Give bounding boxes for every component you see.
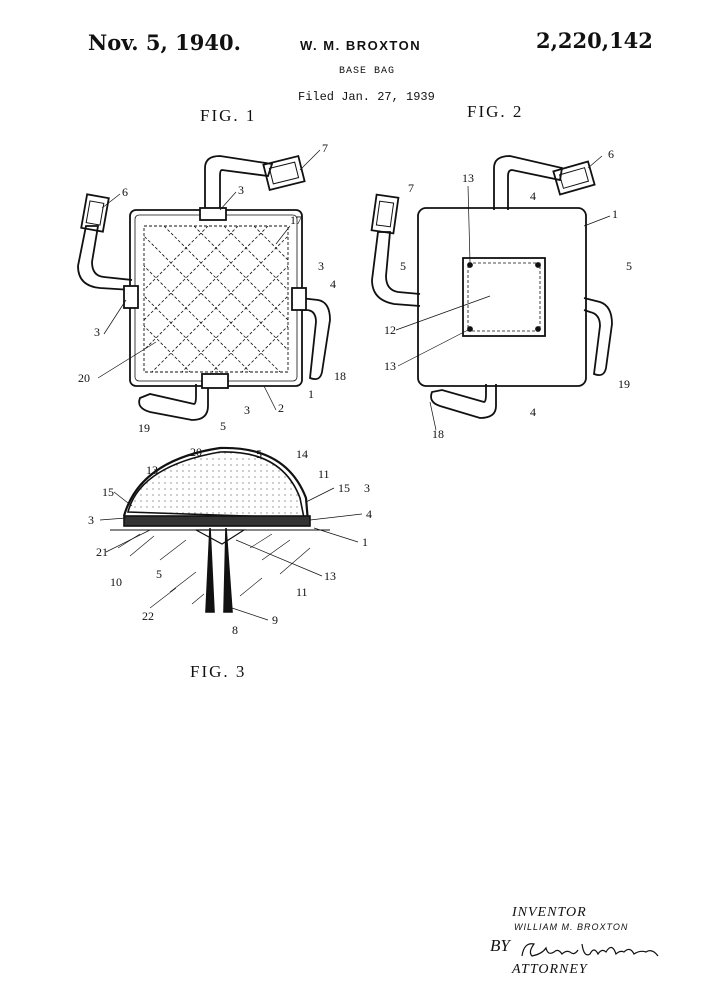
attorney-signature — [521, 943, 659, 957]
callout-3-top: 3 — [238, 183, 244, 197]
callout-4-f2-top: 4 — [530, 189, 536, 203]
fig-1-label: FIG. 1 — [200, 106, 257, 125]
callout-13-f3-bottom: 13 — [324, 569, 336, 583]
callout-4-f2-bottom: 4 — [530, 405, 536, 419]
fig-2-label: FIG. 2 — [467, 102, 524, 121]
callout-1-f2: 1 — [612, 207, 618, 221]
callout-20: 20 — [78, 371, 90, 385]
bag-base-layer — [123, 515, 311, 527]
attorney-label: ATTORNEY — [512, 962, 588, 977]
fig-2-leaders — [395, 155, 611, 431]
callout-1-f3: 1 — [362, 535, 368, 549]
callout-5-f3-bottom: 5 — [156, 567, 162, 581]
callout-18: 18 — [334, 369, 346, 383]
inventor-name-header: W. M. BROXTON — [300, 38, 422, 53]
fig-1-leaders — [97, 149, 321, 411]
stake-8 — [205, 527, 215, 613]
strap-top-back — [493, 155, 564, 210]
callout-22: 22 — [142, 609, 154, 623]
inventor-full-name: WILLIAM M. BROXTON — [514, 922, 629, 932]
filed-date: Filed Jan. 27, 1939 — [298, 90, 435, 104]
fig-3-label: FIG. 3 — [190, 662, 247, 681]
tab-right — [291, 287, 307, 311]
callout-13-f3-top: 13 — [146, 463, 158, 477]
fig-3-callouts: 20 5 14 13 11 15 15 3 3 4 21 1 10 5 13 1… — [88, 445, 372, 637]
buckle-7-back — [370, 193, 400, 235]
callout-13-f2-top: 13 — [462, 171, 474, 185]
bag-outline-front — [129, 209, 303, 387]
callout-15-left: 15 — [102, 485, 114, 499]
strap-right — [299, 297, 331, 381]
by-label: BY — [490, 936, 510, 955]
fig-2-callouts: 6 4 13 7 1 5 5 12 13 19 18 4 — [384, 147, 632, 441]
callout-4-f3: 4 — [366, 507, 372, 521]
callout-21: 21 — [96, 545, 108, 559]
back-pocket-12 — [462, 257, 546, 337]
callout-1: 1 — [308, 387, 314, 401]
callout-11-f3-top: 11 — [318, 467, 330, 481]
callout-9: 9 — [272, 613, 278, 627]
callout-14: 14 — [296, 447, 308, 461]
fig-3-drawing — [110, 446, 330, 613]
callout-3-bottom: 3 — [244, 403, 250, 417]
patent-number: 2,220,142 — [536, 28, 653, 53]
bag-cover-outline — [122, 446, 310, 523]
callout-3-f3-right: 3 — [364, 481, 370, 495]
strap-bottom — [138, 384, 209, 421]
stake-9 — [223, 527, 233, 613]
quilted-panel — [143, 225, 289, 373]
strap-bottom-back — [430, 384, 497, 419]
callout-6-f2: 6 — [608, 147, 614, 161]
callout-15-right: 15 — [338, 481, 350, 495]
fig-1-drawing — [77, 154, 331, 421]
quilt-stitching — [144, 226, 288, 372]
callout-3-left: 3 — [94, 325, 100, 339]
callout-10: 10 — [110, 575, 122, 589]
buckle-6 — [80, 193, 110, 233]
callout-19: 19 — [138, 421, 150, 435]
strap-left — [77, 225, 133, 291]
callout-2: 2 — [278, 401, 284, 415]
callout-18-f2: 18 — [432, 427, 444, 441]
callout-3-f3-left: 3 — [88, 513, 94, 527]
callout-5-f3-top: 5 — [256, 447, 262, 461]
fig-1-callouts: 7 6 3 17 3 4 3 20 18 3 2 1 19 5 — [78, 141, 346, 435]
callout-8: 8 — [232, 623, 238, 637]
callout-11-f3-bottom: 11 — [296, 585, 308, 599]
callout-7-f2: 7 — [408, 181, 414, 195]
callout-5: 5 — [220, 419, 226, 433]
strap-left-back — [371, 231, 421, 307]
patent-title: BASE BAG — [339, 66, 396, 77]
fig-2-drawing — [370, 155, 613, 419]
callout-5-f2-left: 5 — [400, 259, 406, 273]
callout-7: 7 — [322, 141, 328, 155]
callout-3-right: 3 — [318, 259, 324, 273]
ground-hatching — [117, 533, 311, 609]
callout-4: 4 — [330, 277, 336, 291]
callout-13-f2-bottom: 13 — [384, 359, 396, 373]
tab-top — [199, 207, 227, 221]
bag-filling-cross-section — [126, 451, 305, 519]
strap-right-back — [583, 297, 613, 377]
callout-5-f2-right: 5 — [626, 259, 632, 273]
fig-3-leaders — [99, 487, 363, 621]
callout-20-f3: 20 — [190, 445, 202, 459]
callout-17: 17 — [290, 213, 302, 227]
callout-12: 12 — [384, 323, 396, 337]
callout-19-f2: 19 — [618, 377, 630, 391]
inventor-label: INVENTOR — [512, 905, 587, 920]
bag-outline-back — [417, 207, 587, 387]
tab-left — [123, 285, 139, 309]
tab-bottom — [201, 373, 229, 389]
patent-date: Nov. 5, 1940. — [88, 30, 241, 55]
buckle-6-back — [552, 160, 596, 196]
callout-6: 6 — [122, 185, 128, 199]
